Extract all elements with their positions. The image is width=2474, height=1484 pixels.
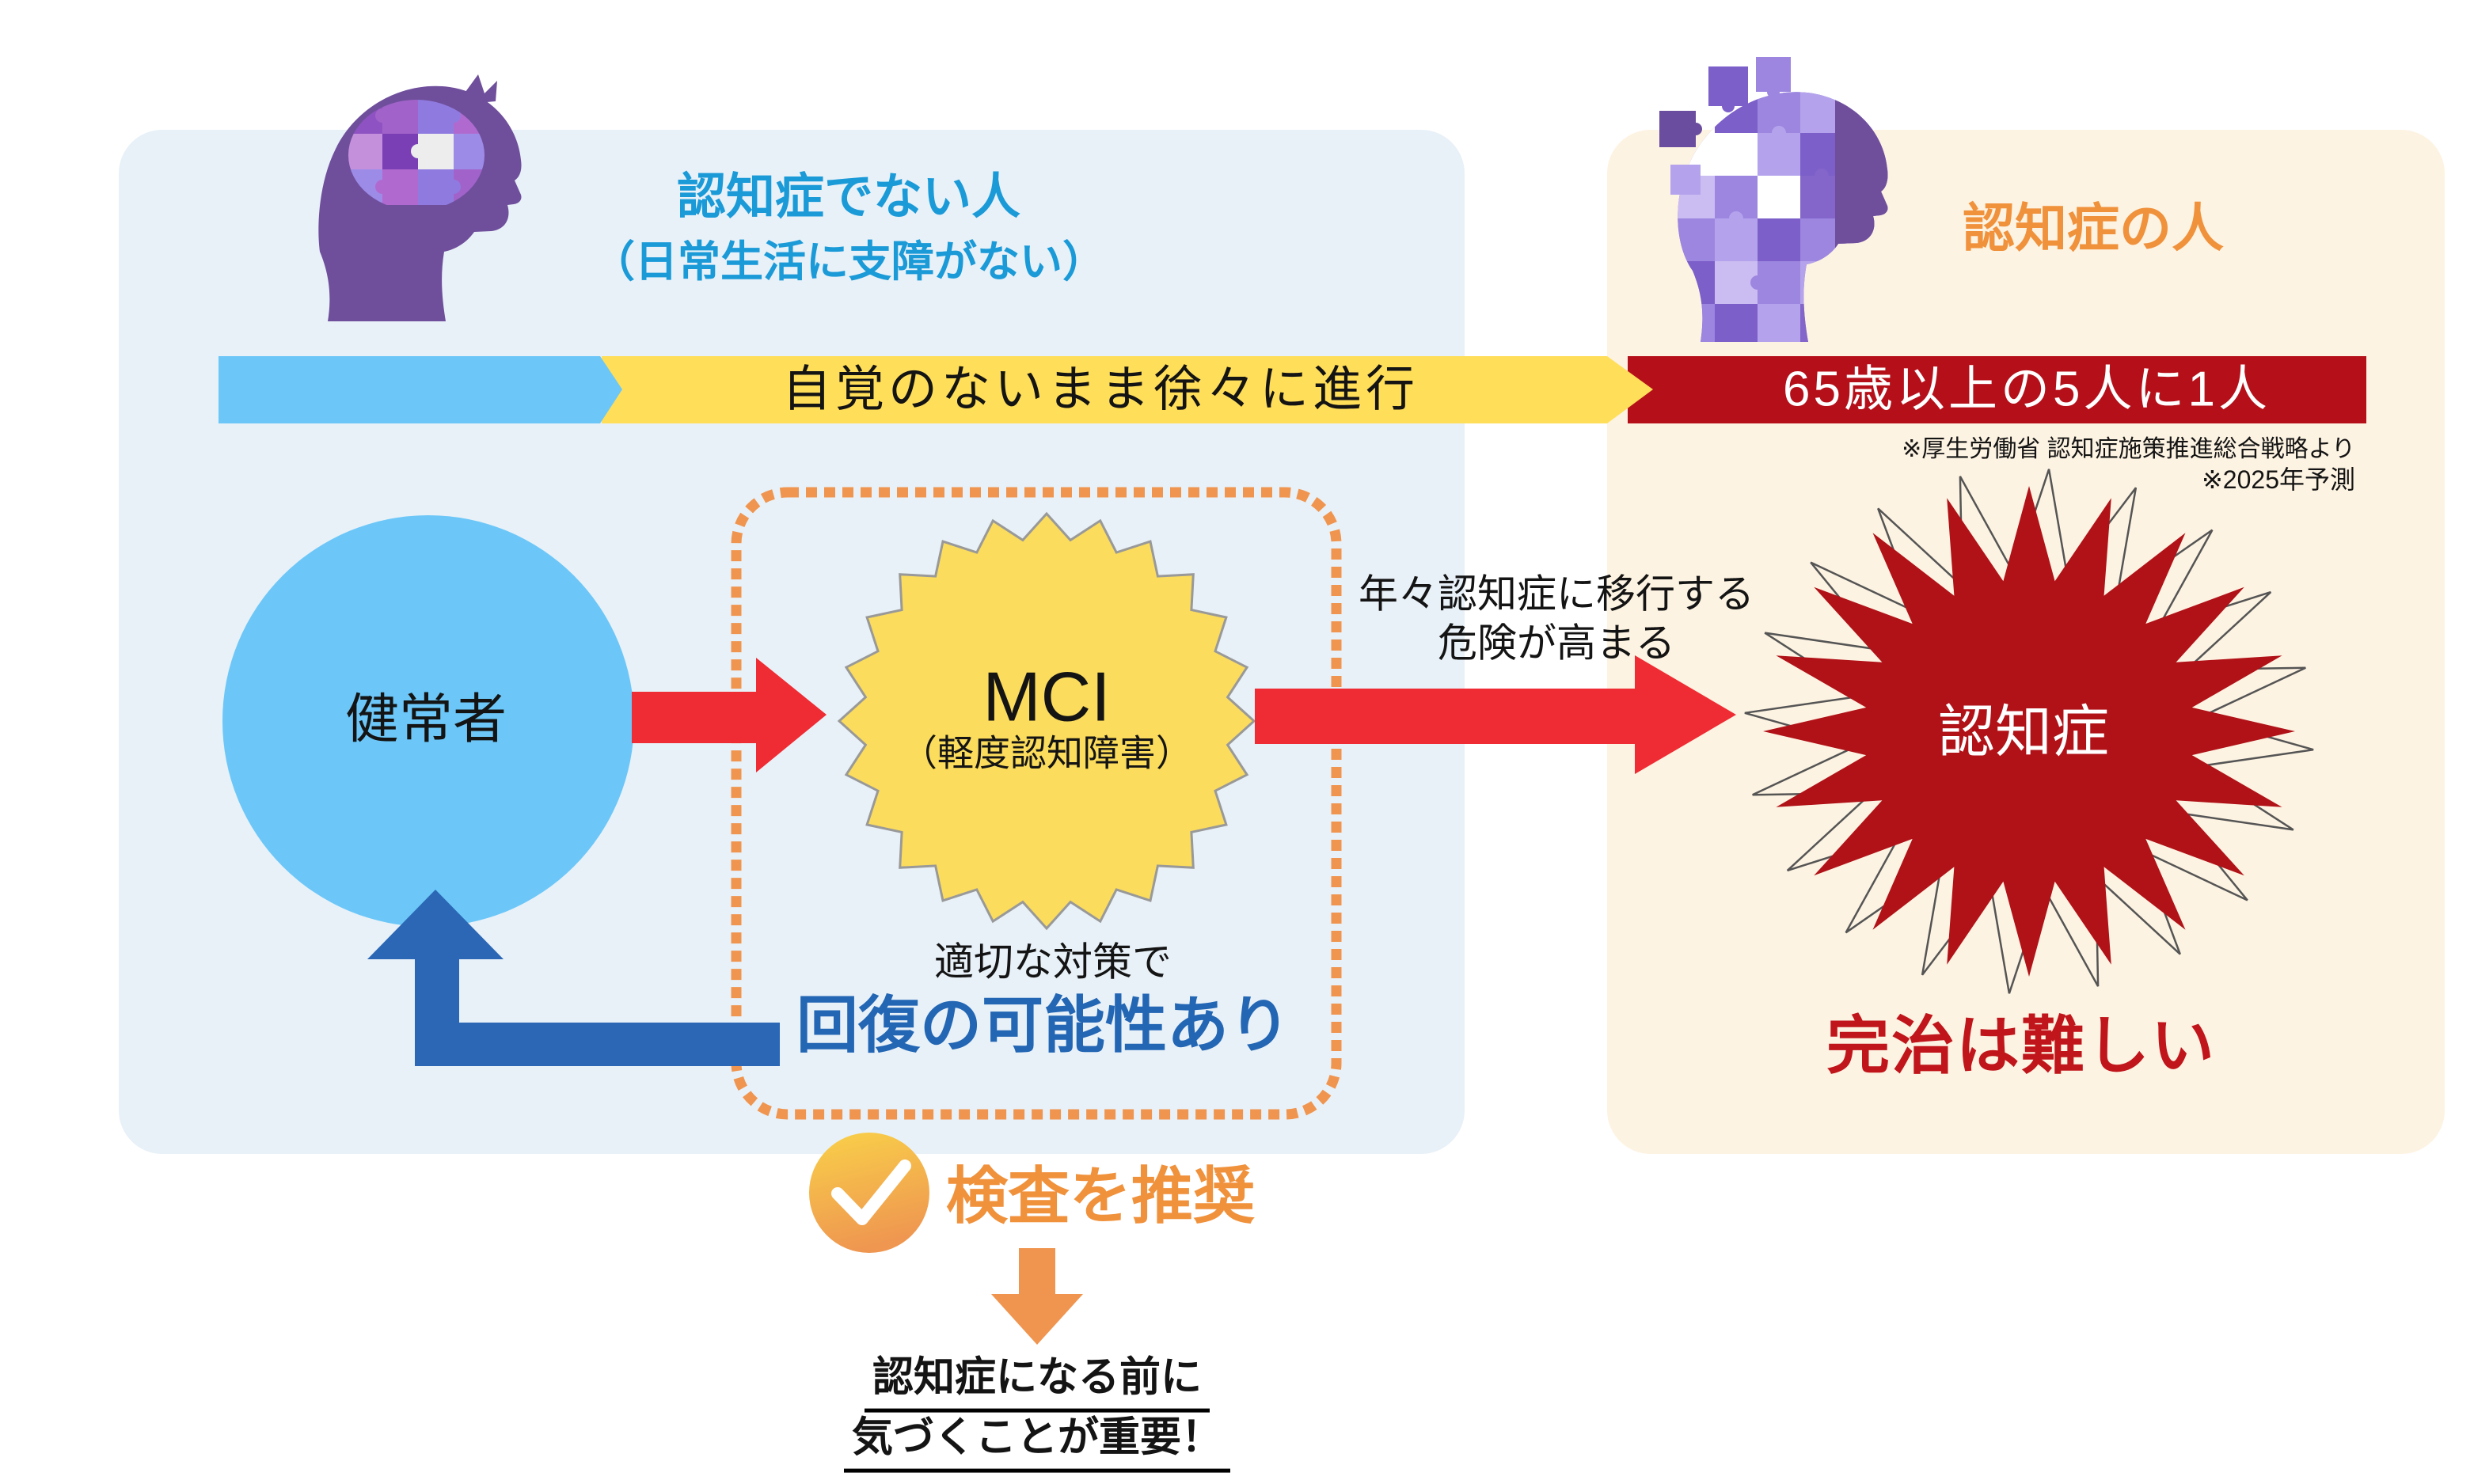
bar-stat-label: 65歳以上の5人に1人 [1783, 362, 2271, 417]
recovery-return-arrow [367, 890, 780, 1066]
incurable-note: 完治は難しい [1826, 1011, 2216, 1081]
puzzle-head-pieces [1678, 92, 1888, 342]
conclusion-line2: 気づくことが重要！ [843, 1415, 1231, 1473]
dementia-puzzle-head-icon [1659, 57, 1888, 342]
footnote-source: ※厚生労働省 認知症施策推進総合戦略より [1902, 436, 2355, 462]
dementia-star-label: 認知症 [1937, 700, 2110, 765]
down-arrow-icon [991, 1248, 1083, 1345]
mci-star-title: MCI [982, 657, 1111, 736]
healthy-circle [222, 515, 634, 927]
mci-star [837, 511, 1256, 931]
non-dementia-title-line1: 認知症でない人 [676, 169, 1021, 225]
red-arrow-to-dementia [1255, 655, 1736, 774]
dementia-title: 認知症の人 [1963, 199, 2224, 258]
transition-risk-line1: 年々認知症に移行する [1359, 571, 1754, 617]
progress-bar-blue-segment [219, 356, 622, 423]
check-badge [809, 1133, 929, 1253]
mci-star-subtitle: （軽度認知障害） [901, 732, 1192, 774]
conclusion-line1: 認知症になる前に [864, 1355, 1210, 1413]
progress-bar-yellow-segment [602, 356, 1653, 423]
progress-bar-red-segment [1628, 356, 2366, 423]
test-recommendation-label: 検査を推奨 [946, 1161, 1256, 1231]
recovery-note-line2: 回復の可能性あり [796, 990, 1291, 1061]
red-arrow-to-mci [632, 658, 827, 772]
recovery-note-line1: 適切な対策で [934, 939, 1172, 985]
checkmark-icon [831, 1159, 911, 1225]
brain-puzzle-head-icon [318, 74, 522, 321]
healthy-circle-label: 健常者 [344, 689, 507, 750]
brain-puzzle-pieces [348, 100, 485, 205]
bar-gradual-label: 自覚のないまま徐々に進行 [781, 362, 1419, 417]
dementia-star [1763, 486, 2295, 977]
mci-dotted-box [731, 487, 1342, 1120]
transition-risk-line2: 危険が高まる [1438, 621, 1675, 666]
non-dementia-title-line2: （日常生活に支障がない） [592, 237, 1105, 286]
footnote-forecast: ※2025年予測 [2201, 465, 2355, 494]
